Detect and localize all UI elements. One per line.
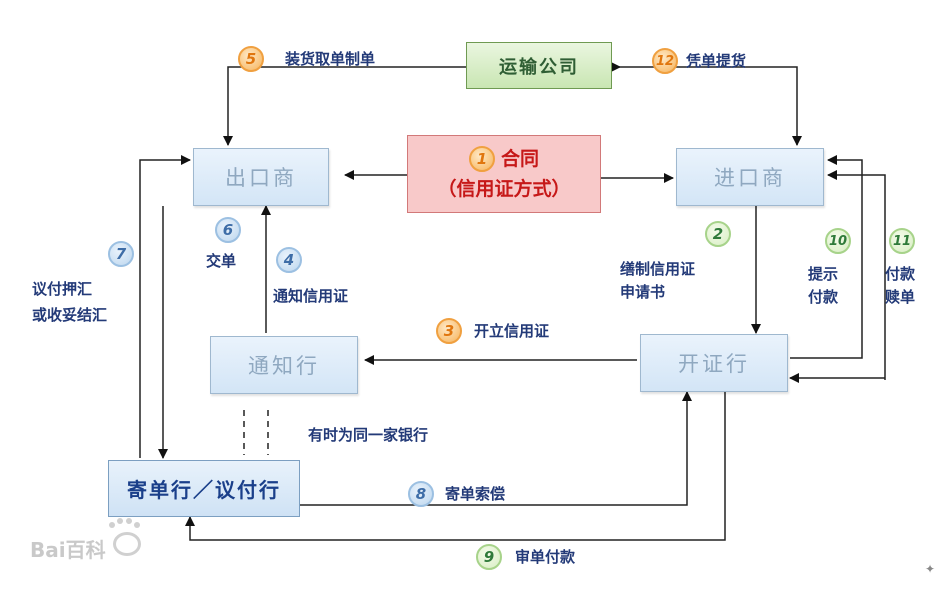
step1-badge: 1 xyxy=(468,146,495,172)
contract-subtitle: （信用证方式） xyxy=(437,178,571,200)
arrow-step8 xyxy=(300,391,692,506)
paw-icon xyxy=(113,532,141,556)
arrow-step9 xyxy=(185,392,726,541)
arrow-step12 xyxy=(620,66,802,146)
corner-mark-icon: ✦ xyxy=(925,562,936,576)
importer-box: 进口商 xyxy=(676,148,824,206)
contract-title: 合同 xyxy=(500,148,539,170)
step8-label: 寄单索偿 xyxy=(445,485,506,503)
step5-badge: 5 xyxy=(238,46,264,72)
step10-label-line1: 提示 xyxy=(808,265,839,283)
step2-label-line2: 申请书 xyxy=(620,283,666,301)
step6-badge: 6 xyxy=(215,217,241,243)
step5-label: 装货取单制单 xyxy=(285,50,376,68)
arrow-step10 xyxy=(790,155,863,359)
step2-label-line1: 缮制信用证 xyxy=(620,260,696,278)
carrier-box: 运输公司 xyxy=(466,42,612,89)
step7-label-line1: 议付押汇 xyxy=(32,280,93,298)
step3-label: 开立信用证 xyxy=(474,322,550,340)
remitting-bank-box: 寄单行／议付行 xyxy=(108,460,300,517)
step2-badge: 2 xyxy=(705,221,731,247)
step4-badge: 4 xyxy=(276,247,302,273)
step4-label: 通知信用证 xyxy=(273,287,349,305)
arrow-step11-a xyxy=(827,170,886,380)
step9-badge: 9 xyxy=(476,544,502,570)
step8-badge: 8 xyxy=(408,481,434,507)
step12-badge: 12 xyxy=(652,48,678,74)
step11-label-line2: 赎单 xyxy=(885,288,916,306)
step10-label-line2: 付款 xyxy=(808,288,839,306)
exporter-box: 出口商 xyxy=(193,148,329,206)
step10-badge: 10 xyxy=(825,228,851,254)
step7-label-line2: 或收妥结汇 xyxy=(32,306,108,324)
step6-label: 交单 xyxy=(206,252,237,270)
same-bank-note: 有时为同一家银行 xyxy=(308,426,429,444)
advising-bank-box: 通知行 xyxy=(210,336,358,394)
arrow-step7 xyxy=(139,155,191,458)
issuing-bank-box: 开证行 xyxy=(640,334,788,392)
step11-label-line1: 付款 xyxy=(885,265,916,283)
step3-badge: 3 xyxy=(436,318,462,344)
contract-box: 1 合同 （信用证方式） xyxy=(407,135,601,213)
step12-label: 凭单提货 xyxy=(686,52,747,70)
arrow-step5 xyxy=(223,66,470,146)
step11-badge: 11 xyxy=(889,228,915,254)
step9-label: 审单付款 xyxy=(515,548,576,566)
baidu-watermark-logo xyxy=(95,518,165,558)
baidu-watermark-text: Bai百科 xyxy=(30,538,106,562)
step7-badge: 7 xyxy=(108,241,134,267)
